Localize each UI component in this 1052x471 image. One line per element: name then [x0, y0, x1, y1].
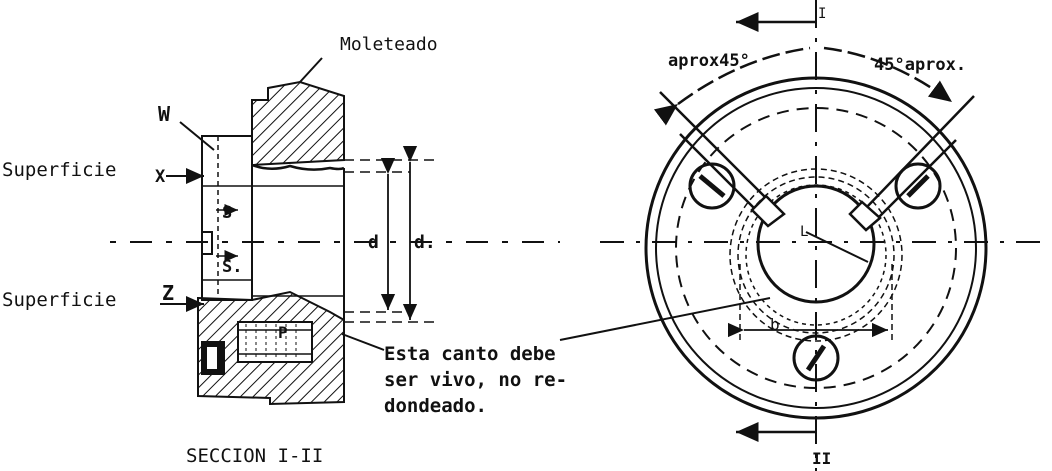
outer-rim	[644, 76, 988, 420]
front-view	[559, 0, 1048, 471]
section-title: SECCION I-II	[186, 445, 323, 467]
note-line-3: dondeado.	[384, 395, 487, 417]
label-approx-left: aprox45°	[668, 51, 750, 71]
label-superficie-bottom: Superficie	[2, 289, 116, 311]
left-plate	[201, 135, 253, 301]
label-b: b	[770, 315, 780, 334]
label-x: X	[155, 167, 166, 187]
label-approx-right: 45°aprox.	[874, 55, 966, 75]
label-moleteado: Moleteado	[340, 34, 438, 55]
note-line-2: ser vivo, no re-	[384, 369, 567, 391]
leader-note	[341, 333, 385, 351]
section-view	[110, 57, 560, 406]
section-mark-top: I	[818, 6, 826, 22]
label-d-outer: d.	[414, 232, 436, 253]
leader-moleteado	[299, 57, 323, 83]
note-line-1: Esta canto debe	[384, 343, 556, 365]
label-s-top: S	[222, 203, 232, 223]
screw-bore	[237, 321, 313, 363]
angle-arc-left	[653, 46, 811, 126]
label-d-inner: d	[368, 232, 379, 253]
label-p: P	[278, 323, 288, 342]
label-w: W	[158, 102, 171, 126]
angle-arc-right	[823, 46, 953, 104]
section-mark-bottom: II	[812, 449, 831, 468]
leader-w	[179, 121, 215, 151]
center-bore	[756, 184, 876, 304]
upper-body-hatched	[251, 80, 345, 167]
dashed-ring	[675, 107, 957, 389]
screw-left	[688, 162, 736, 210]
label-l: L	[800, 224, 808, 240]
screw-right	[894, 162, 942, 210]
label-z: Z	[162, 281, 174, 305]
label-s-bottom: S.	[222, 257, 242, 277]
label-superficie-top: Superficie	[2, 159, 116, 181]
